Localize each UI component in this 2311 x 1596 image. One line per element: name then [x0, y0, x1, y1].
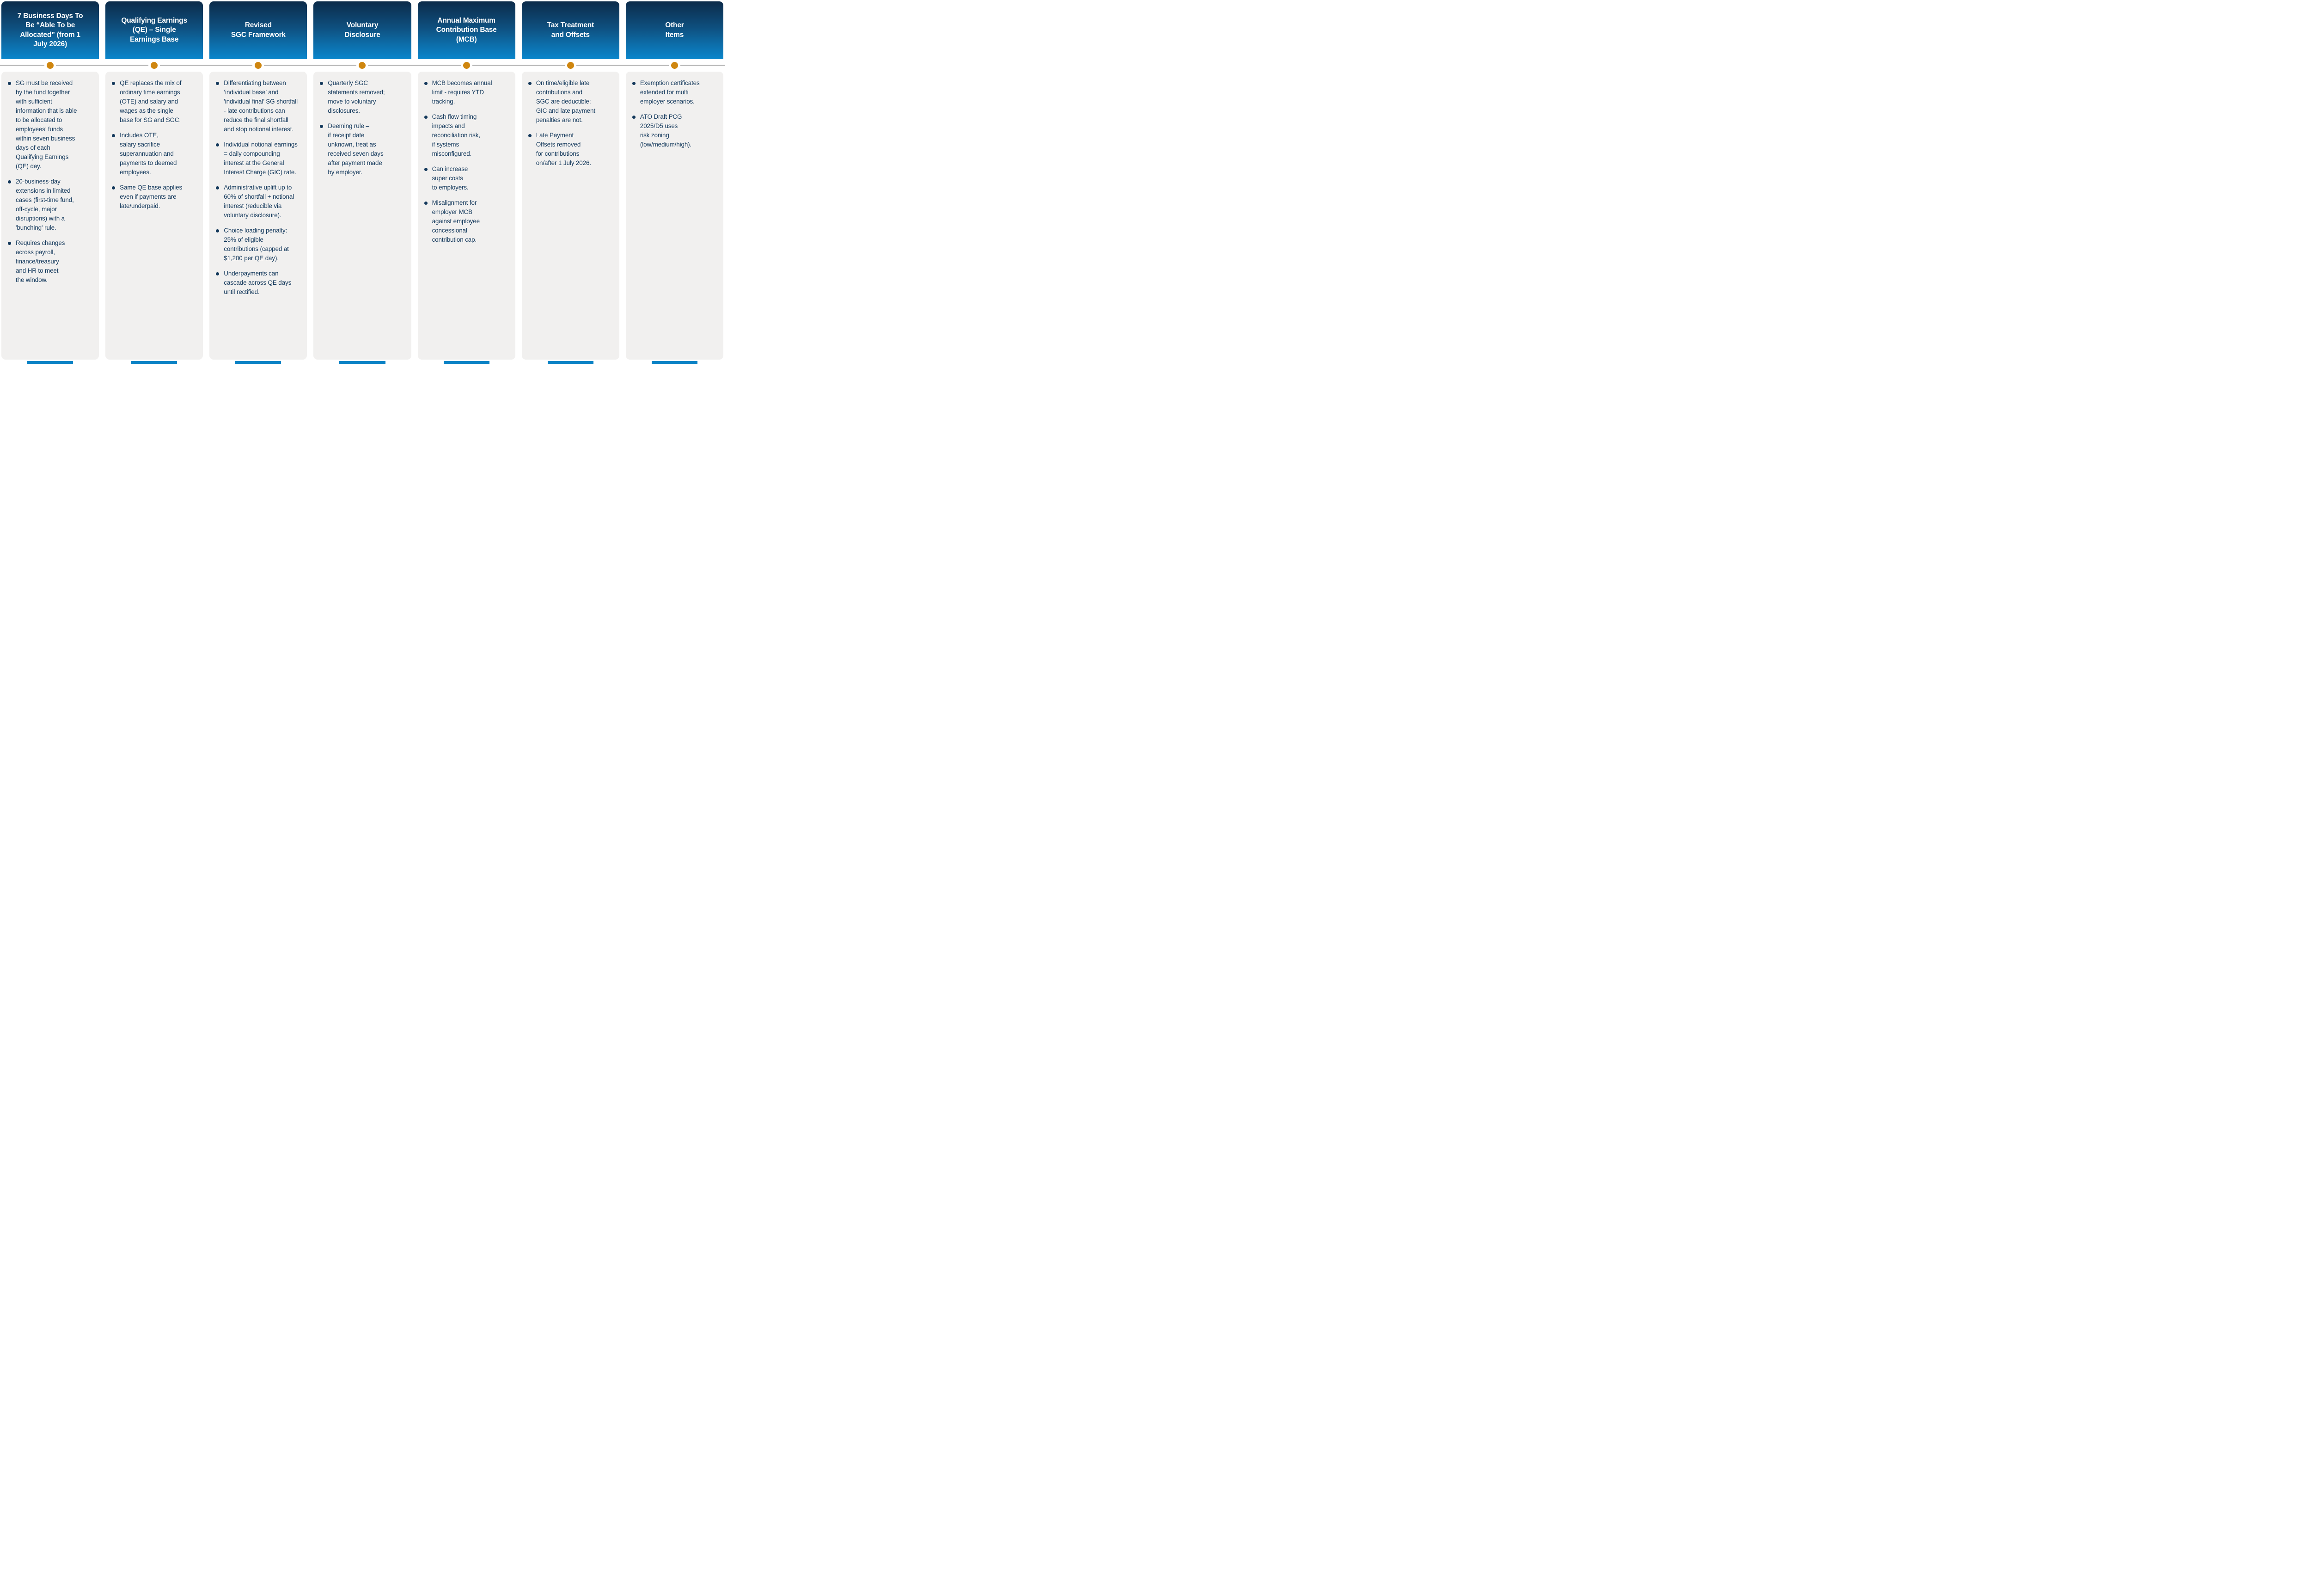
bullet-item: Exemption certificates extended for mult… — [631, 79, 721, 106]
bullet-item: Administrative uplift up to 60% of short… — [215, 183, 305, 220]
bullet-item: Choice loading penalty: 25% of eligible … — [215, 226, 305, 263]
infographic-board: 7 Business Days To Be “Able To be Alloca… — [0, 0, 725, 367]
column-7-business-days: 7 Business Days To Be “Able To be Alloca… — [1, 1, 99, 364]
bullet-list: Quarterly SGC statements removed; move t… — [319, 79, 409, 177]
column-body: On time/eligible late contributions and … — [521, 72, 619, 360]
column-title: Revised SGC Framework — [231, 21, 286, 39]
column-title: Annual Maximum Contribution Base (MCB) — [436, 17, 497, 43]
column-body: QE replaces the mix of ordinary time ear… — [105, 72, 203, 360]
bullet-item: Differentiating between ‘individual base… — [215, 79, 305, 134]
column-footer-bar — [651, 361, 698, 364]
column-body: Quarterly SGC statements removed; move t… — [313, 72, 411, 360]
timeline-dot-row — [626, 59, 723, 72]
column-header: 7 Business Days To Be “Able To be Alloca… — [1, 1, 99, 59]
timeline-dot-icon — [356, 60, 368, 71]
timeline-dot-icon — [148, 60, 160, 71]
bullet-list: Exemption certificates extended for mult… — [631, 79, 721, 149]
column-qualifying-earnings: Qualifying Earnings (QE) – Single Earnin… — [105, 1, 203, 364]
column-header: Qualifying Earnings (QE) – Single Earnin… — [105, 1, 203, 59]
bullet-item: Individual notional earnings = daily com… — [215, 140, 305, 177]
column-footer-bar — [547, 361, 593, 364]
timeline-dot-icon — [564, 60, 576, 71]
column-header: Annual Maximum Contribution Base (MCB) — [417, 1, 515, 59]
bullet-item: Deeming rule – if receipt date unknown, … — [319, 122, 409, 177]
column-header: Other Items — [625, 1, 723, 59]
bullet-item: ATO Draft PCG 2025/D5 uses risk zoning (… — [631, 112, 721, 149]
bullet-list: MCB becomes annual limit - requires YTD … — [423, 79, 513, 245]
bullet-item: On time/eligible late contributions and … — [527, 79, 617, 125]
column-footer-bar — [339, 361, 385, 364]
column-footer-bar — [27, 361, 73, 364]
column-title: Other Items — [665, 21, 684, 39]
column-footer-bar — [443, 361, 489, 364]
column-annual-maximum-contribution-base: Annual Maximum Contribution Base (MCB) M… — [417, 1, 515, 364]
column-body: Differentiating between ‘individual base… — [209, 72, 307, 360]
column-header: Voluntary Disclosure — [313, 1, 411, 59]
column-footer-bar — [131, 361, 177, 364]
bullet-item: QE replaces the mix of ordinary time ear… — [111, 79, 201, 125]
timeline-dot-icon — [460, 60, 472, 71]
timeline-dot-row — [522, 59, 619, 72]
column-header: Revised SGC Framework — [209, 1, 307, 59]
bullet-item: 20-business-day extensions in limited ca… — [7, 177, 97, 232]
column-title: 7 Business Days To Be “Able To be Alloca… — [17, 12, 83, 48]
timeline-dot-icon — [44, 60, 56, 71]
column-title: Voluntary Disclosure — [344, 21, 380, 39]
column-other-items: Other Items Exemption certificates exten… — [625, 1, 723, 364]
timeline-dot-row — [1, 59, 99, 72]
columns-container: 7 Business Days To Be “Able To be Alloca… — [0, 0, 725, 364]
bullet-item: Cash flow timing impacts and reconciliat… — [423, 112, 513, 159]
column-tax-treatment-offsets: Tax Treatment and Offsets On time/eligib… — [521, 1, 619, 364]
column-voluntary-disclosure: Voluntary Disclosure Quarterly SGC state… — [313, 1, 411, 364]
bullet-list: SG must be received by the fund together… — [7, 79, 97, 285]
bullet-list: QE replaces the mix of ordinary time ear… — [111, 79, 201, 211]
bullet-item: Underpayments can cascade across QE days… — [215, 269, 305, 297]
bullet-item: Misalignment for employer MCB against em… — [423, 198, 513, 245]
column-title: Tax Treatment and Offsets — [547, 21, 594, 39]
column-revised-sgc-framework: Revised SGC Framework Differentiating be… — [209, 1, 307, 364]
timeline-dot-row — [105, 59, 203, 72]
bullet-item: Requires changes across payroll, finance… — [7, 238, 97, 285]
timeline-dot-row — [313, 59, 411, 72]
bullet-item: Late Payment Offsets removed for contrib… — [527, 131, 617, 168]
bullet-item: Includes OTE, salary sacrifice superannu… — [111, 131, 201, 177]
bullet-item: SG must be received by the fund together… — [7, 79, 97, 171]
bullet-list: Differentiating between ‘individual base… — [215, 79, 305, 297]
timeline-dot-icon — [252, 60, 264, 71]
column-footer-bar — [235, 361, 281, 364]
bullet-item: Can increase super costs to employers. — [423, 165, 513, 192]
bullet-item: MCB becomes annual limit - requires YTD … — [423, 79, 513, 106]
timeline-dot-row — [209, 59, 307, 72]
column-body: SG must be received by the fund together… — [1, 72, 99, 360]
timeline-dot-icon — [668, 60, 680, 71]
column-body: MCB becomes annual limit - requires YTD … — [417, 72, 515, 360]
column-title: Qualifying Earnings (QE) – Single Earnin… — [121, 17, 188, 43]
bullet-item: Quarterly SGC statements removed; move t… — [319, 79, 409, 116]
bullet-item: Same QE base applies even if payments ar… — [111, 183, 201, 211]
timeline-dot-row — [418, 59, 515, 72]
column-header: Tax Treatment and Offsets — [521, 1, 619, 59]
bullet-list: On time/eligible late contributions and … — [527, 79, 617, 168]
column-body: Exemption certificates extended for mult… — [625, 72, 723, 360]
